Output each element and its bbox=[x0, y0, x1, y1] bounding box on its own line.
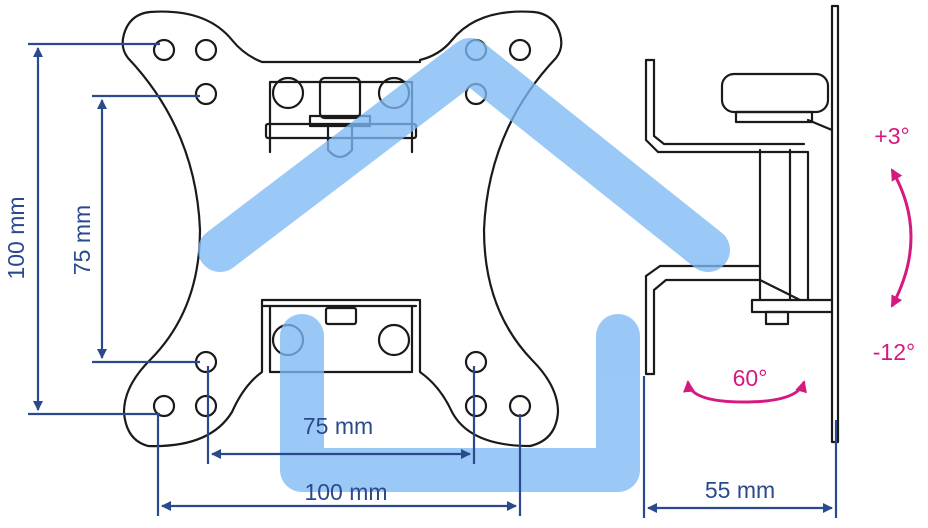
dimension-outer-vertical: 100 mm bbox=[3, 42, 160, 416]
outer-horizontal-label: 100 mm bbox=[304, 479, 387, 505]
dimension-inner-horizontal: 75 mm bbox=[206, 366, 476, 464]
arm-side-view bbox=[644, 4, 840, 444]
swivel-label: 60° bbox=[733, 365, 768, 391]
tilt-down-label: -12° bbox=[873, 339, 915, 365]
tilt-up-label: +3° bbox=[874, 123, 909, 149]
dimension-outer-horizontal: 100 mm bbox=[156, 414, 522, 516]
tilt-indicator: +3° -12° bbox=[873, 123, 915, 365]
house-logo bbox=[198, 38, 730, 492]
inner-vertical-label: 75 mm bbox=[69, 205, 95, 275]
depth-label: 55 mm bbox=[705, 477, 775, 503]
dimension-depth: 55 mm bbox=[642, 376, 838, 518]
outer-vertical-label: 100 mm bbox=[3, 196, 29, 279]
dimension-inner-vertical: 75 mm bbox=[69, 94, 200, 364]
swivel-indicator: 60° bbox=[683, 365, 807, 404]
inner-horizontal-label: 75 mm bbox=[303, 413, 373, 439]
